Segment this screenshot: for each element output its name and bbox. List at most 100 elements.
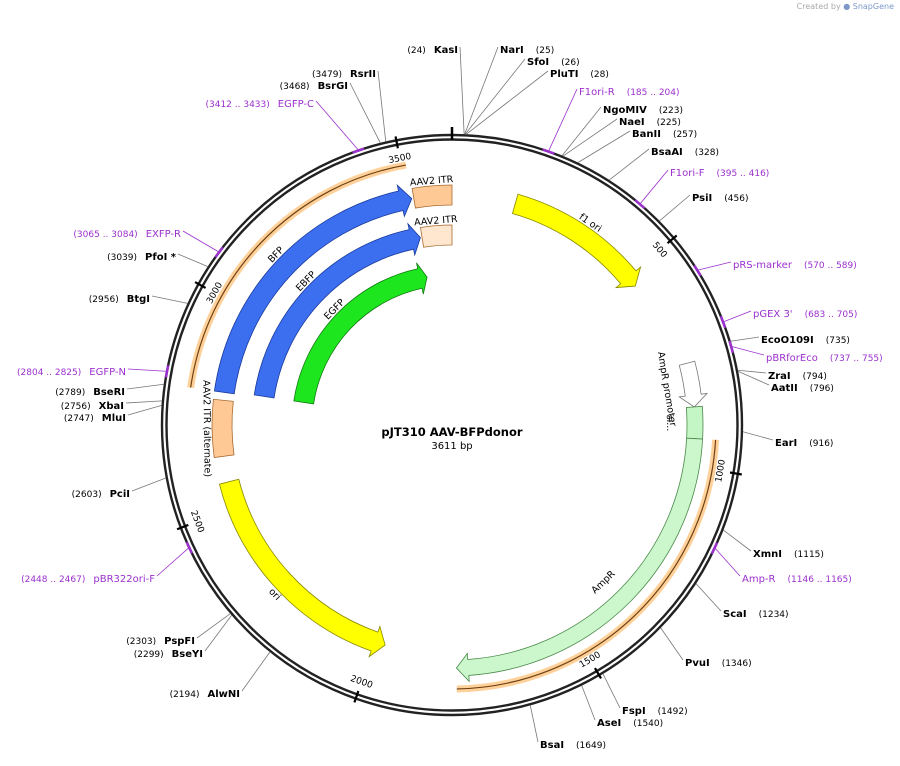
site-xbai-name: XbaI bbox=[99, 401, 124, 412]
site-bsai-position: (1649) bbox=[576, 741, 606, 751]
site-kasi[interactable]: KasI(24) bbox=[407, 45, 458, 56]
site-bsaai-name: BsaAI bbox=[651, 147, 683, 158]
primer-pgex-3[interactable]: pGEX 3'(683 .. 705) bbox=[753, 309, 857, 320]
site-fspi[interactable]: FspI(1492) bbox=[622, 706, 688, 717]
site-xbai[interactable]: XbaI (2756) bbox=[61, 401, 124, 412]
site-leader-line bbox=[196, 613, 231, 639]
site-scai-name: ScaI bbox=[723, 609, 747, 620]
site-leader-line bbox=[581, 685, 596, 721]
primer-mark bbox=[719, 315, 727, 329]
site-banii-name: BanII bbox=[632, 129, 661, 140]
feature-aav2-itr-2 bbox=[420, 224, 453, 248]
site-bsaai[interactable]: BsaAI (328) bbox=[651, 147, 719, 158]
site-pvui-name: PvuI bbox=[685, 658, 710, 669]
site-pluti-position: (28) bbox=[590, 70, 608, 80]
site-leader-line bbox=[182, 230, 219, 252]
site-zrai[interactable]: ZraI(794) bbox=[768, 371, 827, 382]
primer-mark bbox=[542, 148, 555, 155]
site-leader-line bbox=[465, 70, 549, 135]
primer-pbr322ori-f-position: (2448 .. 2467) bbox=[21, 575, 85, 585]
site-bseyi-name: BseYI bbox=[172, 649, 203, 660]
site-pfoi[interactable]: PfoI *(3039) bbox=[107, 252, 177, 263]
plasmid-name: pJT310 AAV-BFPdonor bbox=[381, 425, 522, 439]
site-bsai-name: BsaI bbox=[540, 740, 564, 751]
site-mlui-name: MluI bbox=[102, 413, 126, 424]
ruler-tick-label: 1000 bbox=[714, 459, 728, 484]
ruler-tick bbox=[176, 523, 189, 531]
primer-pbr322ori-f[interactable]: pBR322ori-F(2448 .. 2467) bbox=[21, 574, 155, 585]
primer-amp-r-position: (1146 .. 1165) bbox=[788, 575, 852, 585]
primer-egfp-n-position: (2804 .. 2825) bbox=[17, 368, 81, 378]
site-leader-line bbox=[131, 477, 167, 492]
feature-aav2-itr-alternate bbox=[211, 398, 235, 459]
primer-prs-marker-position: (570 .. 589) bbox=[804, 261, 857, 271]
site-pspfi-position: (2303) bbox=[126, 637, 156, 647]
site-psii[interactable]: PsiI(456) bbox=[692, 193, 748, 204]
primer-exfp-r[interactable]: EXFP-R(3065 .. 3084) bbox=[73, 229, 181, 240]
site-pluti[interactable]: PluTI(28) bbox=[550, 69, 609, 80]
site-leader-line bbox=[723, 310, 752, 322]
site-leader-line bbox=[241, 651, 271, 692]
site-nari[interactable]: NarI(25) bbox=[500, 45, 554, 56]
site-asei[interactable]: AseI(1540) bbox=[597, 718, 663, 729]
primer-pgex-3-position: (683 .. 705) bbox=[805, 310, 858, 320]
site-naei[interactable]: NaeI(225) bbox=[619, 117, 681, 128]
site-scai[interactable]: ScaI(1234) bbox=[723, 609, 789, 620]
site-leader-line bbox=[349, 82, 381, 144]
site-bsaai-position: (328) bbox=[695, 148, 719, 158]
primer-amp-r[interactable]: Amp-R(1146 .. 1165) bbox=[742, 574, 852, 585]
site-mlui[interactable]: MluI(2747) bbox=[64, 413, 126, 424]
site-pcii[interactable]: PciI (2603) bbox=[72, 489, 130, 500]
site-bsai[interactable]: BsaI (1649) bbox=[540, 740, 606, 751]
feature-aav2-itr-alternate-label: AAV2 ITR (alternate) bbox=[200, 380, 212, 477]
primer-pbrforeco[interactable]: pBRforEco(737 .. 755) bbox=[766, 353, 883, 364]
site-ngomiv[interactable]: NgoMIV(223) bbox=[603, 105, 683, 116]
site-labels: KasI(24) NarI(25)SfoI(26)PluTI(28) F1ori-R… bbox=[17, 45, 883, 751]
site-leader-line bbox=[695, 583, 722, 612]
primer-f1ori-f-name: F1ori-F bbox=[670, 168, 705, 179]
site-bseri[interactable]: BseRI(2789) bbox=[55, 387, 125, 398]
site-banii[interactable]: BanII(257) bbox=[632, 129, 697, 140]
site-aatii-position: (796) bbox=[810, 384, 834, 394]
site-btgi[interactable]: BtgI(2956) bbox=[89, 294, 150, 305]
primer-exfp-r-position: (3065 .. 3084) bbox=[73, 230, 137, 240]
feature-aav2-itr-2-label: AAV2 ITR bbox=[414, 214, 459, 228]
site-pspfi[interactable]: PspFI (2303) bbox=[126, 636, 195, 647]
primer-egfp-c[interactable]: EGFP-C(3412 .. 3433) bbox=[205, 99, 314, 110]
site-pspfi-name: PspFI bbox=[164, 636, 195, 647]
site-xmni[interactable]: XmnI(1115) bbox=[753, 549, 824, 560]
primer-mark bbox=[214, 246, 224, 258]
site-leader-line bbox=[732, 346, 765, 356]
site-sfoi[interactable]: SfoI(26) bbox=[527, 57, 580, 68]
primer-prs-marker-name: pRS-marker bbox=[733, 260, 793, 271]
site-leader-line bbox=[204, 614, 233, 652]
site-psii-position: (456) bbox=[724, 194, 748, 204]
site-alwni[interactable]: AlwNI(2194) bbox=[170, 689, 240, 700]
primer-prs-marker[interactable]: pRS-marker (570 .. 589) bbox=[733, 260, 857, 271]
ruler-tick-label: 2500 bbox=[188, 509, 206, 534]
site-leader-line bbox=[742, 431, 774, 441]
primer-f1ori-f[interactable]: F1ori-F(395 .. 416) bbox=[670, 168, 769, 179]
site-rsrii[interactable]: RsrII(3479) bbox=[312, 69, 376, 80]
site-pcii-position: (2603) bbox=[72, 490, 102, 500]
site-xbai-position: (2756) bbox=[61, 402, 91, 412]
site-leader-line bbox=[151, 295, 188, 304]
site-leader-line bbox=[737, 369, 767, 374]
site-leader-line bbox=[737, 370, 770, 386]
site-alwni-name: AlwNI bbox=[208, 689, 241, 700]
site-pvui[interactable]: PvuI(1346) bbox=[685, 658, 752, 669]
primer-egfp-n[interactable]: EGFP-N(2804 .. 2825) bbox=[17, 367, 126, 378]
site-pcii-name: PciI bbox=[110, 489, 130, 500]
site-ecoo109i[interactable]: EcoO109I(735) bbox=[761, 335, 850, 346]
site-leader-line bbox=[577, 130, 631, 163]
primer-f1ori-r[interactable]: F1ori-R(185 .. 204) bbox=[579, 87, 680, 98]
site-eari[interactable]: EarI(916) bbox=[775, 438, 833, 449]
ruler-tick-label: 500 bbox=[650, 240, 669, 260]
site-bsrgi[interactable]: BsrGI(3468) bbox=[280, 81, 348, 92]
ruler-tick-label: 2000 bbox=[349, 674, 374, 691]
site-aatii[interactable]: AatII(796) bbox=[771, 383, 834, 394]
site-bseyi[interactable]: BseYI(2299) bbox=[134, 649, 203, 660]
site-fspi-position: (1492) bbox=[658, 707, 688, 717]
